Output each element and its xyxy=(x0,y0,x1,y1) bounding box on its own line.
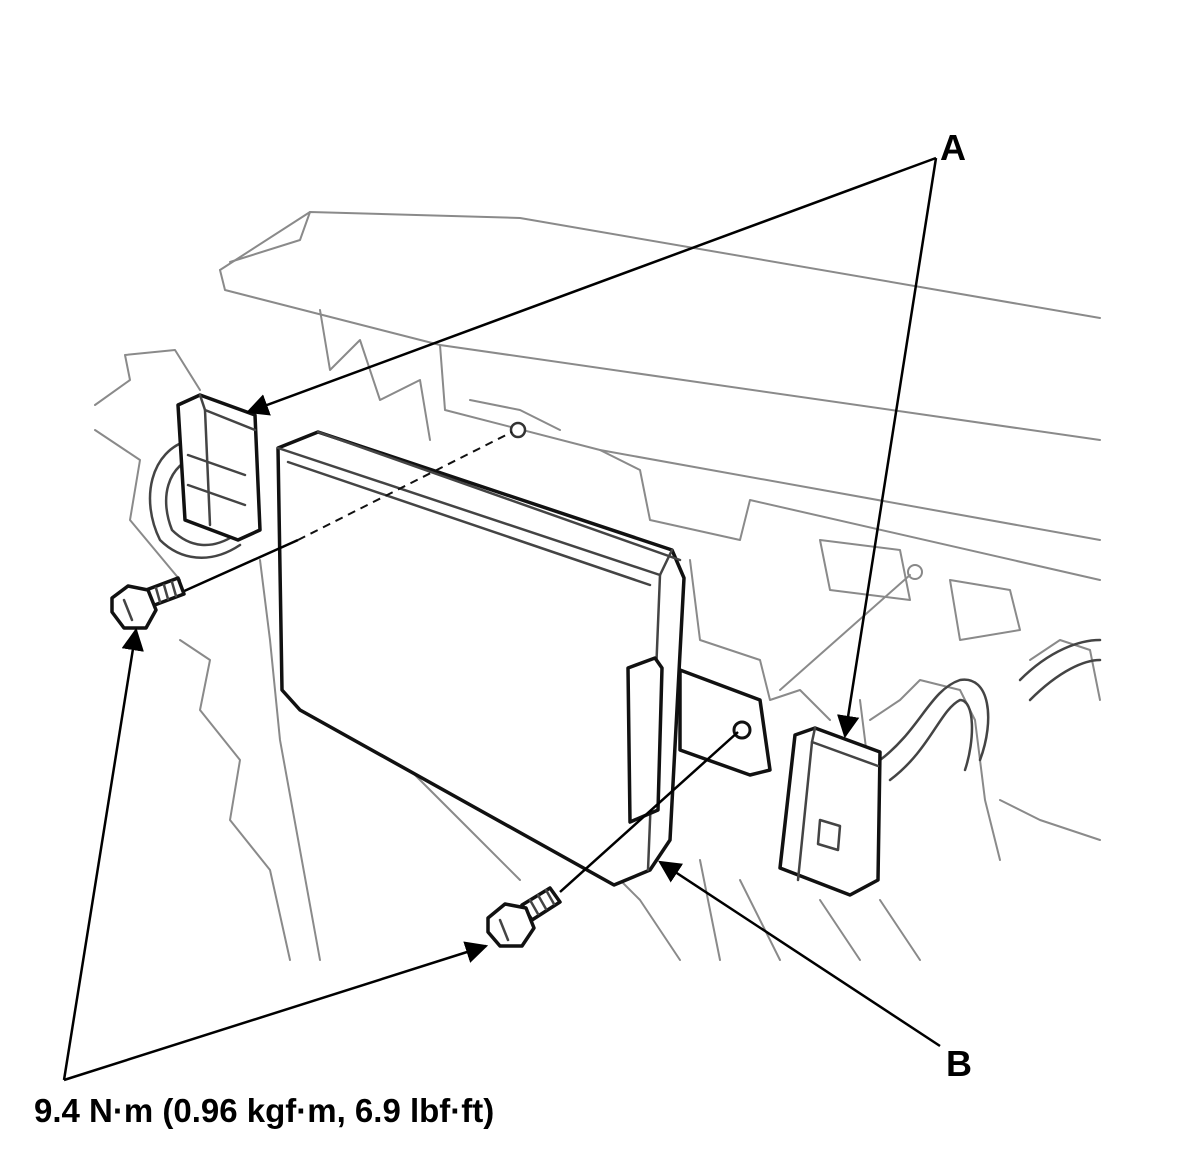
left-harness xyxy=(148,438,242,559)
callout-label-a: A xyxy=(940,127,966,168)
mounting-bracket xyxy=(678,668,772,777)
connector-a-left xyxy=(176,393,262,542)
mounting-holes xyxy=(509,421,923,580)
callout-leaders xyxy=(62,156,941,1082)
control-unit-b xyxy=(276,430,686,887)
right-harness xyxy=(878,638,1102,782)
leader-b xyxy=(658,860,941,1048)
callout-label-b: B xyxy=(946,1043,972,1084)
leader-a-right xyxy=(837,157,938,739)
alignment-lines xyxy=(181,431,911,893)
leader-torque-upper-bolt xyxy=(62,627,144,1081)
bolt-lower xyxy=(486,886,562,948)
torque-spec-label: 9.4 N·m (0.96 kgf·m, 6.9 lbf·ft) xyxy=(34,1092,495,1129)
connector-a-right xyxy=(778,726,882,897)
leader-torque-lower-bolt xyxy=(63,941,489,1082)
bolt-upper-left xyxy=(110,576,186,630)
leader-a-left xyxy=(245,156,937,416)
